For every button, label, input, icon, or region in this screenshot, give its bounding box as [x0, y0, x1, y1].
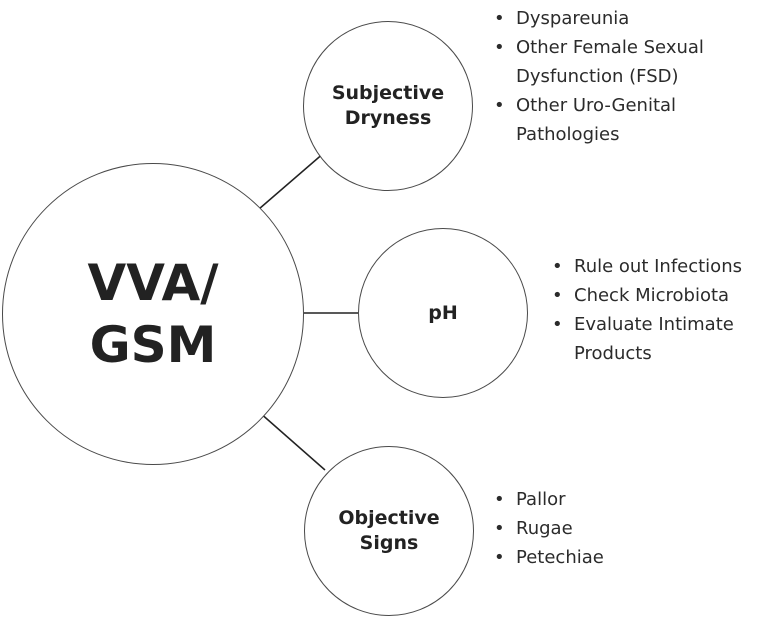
list-item-text: Evaluate Intimate [574, 314, 734, 335]
list-item-text: Rule out Infections [574, 256, 742, 277]
node-objective-signs: Objective Signs [304, 446, 474, 616]
node-subjective-dryness: Subjective Dryness [303, 21, 473, 191]
connector-center-to-objective-signs [258, 411, 326, 471]
list-item: • Other Uro-Genital Pathologies [494, 91, 764, 149]
center-label-line-1: VVA/ [87, 254, 219, 312]
list-item: • Petechiae [494, 543, 694, 572]
node-ph-label: pH [428, 301, 458, 324]
objective-signs-bullet-list: • Pallor • Rugae • Petechiae [494, 485, 694, 572]
bullet-dot: • [552, 256, 563, 277]
list-item-text: Dyspareunia [516, 8, 630, 29]
list-item-text-continuation: Dysfunction (FSD) [516, 66, 679, 87]
list-item-text-continuation: Products [574, 343, 652, 364]
list-item: • Other Female Sexual Dysfunction (FSD) [494, 33, 764, 91]
list-item-text: Petechiae [516, 547, 604, 568]
list-item: • Pallor [494, 485, 694, 514]
bullet-dot: • [494, 8, 505, 29]
center-label-line-2: GSM [89, 316, 217, 374]
list-item-text: Rugae [516, 518, 573, 539]
list-item-text: Check Microbiota [574, 285, 730, 306]
list-item-text: Pallor [516, 489, 566, 510]
list-item-text: Other Uro-Genital [516, 95, 677, 116]
bullet-dot: • [494, 489, 505, 510]
bullet-dot: • [552, 285, 563, 306]
node-objective-signs-label-line-1: Objective [338, 507, 440, 529]
node-objective-signs-label-line-2: Signs [359, 532, 419, 554]
subjective-dryness-bullet-list: • Dyspareunia • Other Female Sexual Dysf… [494, 4, 764, 149]
bullet-dot: • [494, 95, 505, 116]
bullet-dot: • [552, 314, 563, 335]
list-item: • Dyspareunia [494, 4, 764, 33]
list-item: • Evaluate Intimate Products [552, 310, 764, 368]
bullet-dot: • [494, 37, 505, 58]
bullet-dot: • [494, 547, 505, 568]
node-objective-signs-label: Objective Signs [338, 506, 439, 556]
list-item-text: Other Female Sexual [516, 37, 704, 58]
node-subjective-dryness-label-line-1: Subjective [331, 82, 445, 104]
bullet-dot: • [494, 518, 505, 539]
list-item: • Check Microbiota [552, 281, 764, 310]
list-item: • Rugae [494, 514, 694, 543]
ph-bullet-list: • Rule out Infections • Check Microbiota… [552, 252, 764, 368]
list-item-text-continuation: Pathologies [516, 124, 620, 145]
list-item: • Rule out Infections [552, 252, 764, 281]
center-node-label: VVA/ GSM [88, 252, 219, 376]
node-subjective-dryness-label: Subjective Dryness [332, 81, 444, 131]
node-ph: pH [358, 228, 528, 398]
node-subjective-dryness-label-line-2: Dryness [344, 107, 432, 129]
connector-center-to-subjective-dryness [258, 151, 326, 210]
center-node-vva-gsm: VVA/ GSM [2, 163, 304, 465]
